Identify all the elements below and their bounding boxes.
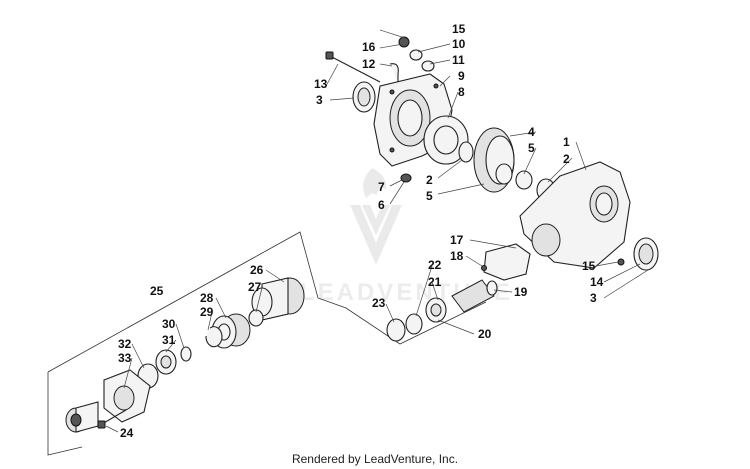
label-31: 31 bbox=[162, 333, 176, 347]
label-15: 15 bbox=[452, 22, 466, 36]
label-2-b: 2 bbox=[426, 173, 433, 187]
label-28: 28 bbox=[200, 291, 214, 305]
label-24: 24 bbox=[120, 426, 134, 440]
label-12: 12 bbox=[362, 57, 376, 71]
circlip-29 bbox=[205, 326, 223, 348]
assembly-outline bbox=[47, 231, 487, 456]
shim bbox=[458, 141, 474, 163]
label-8: 8 bbox=[458, 85, 465, 99]
label-9: 9 bbox=[458, 69, 465, 83]
gasket bbox=[483, 243, 531, 281]
differential-housing bbox=[519, 161, 631, 269]
label-13: 13 bbox=[314, 77, 328, 91]
bent-rod bbox=[389, 63, 399, 82]
label-21: 21 bbox=[428, 275, 442, 289]
label-2: 2 bbox=[563, 152, 570, 166]
label-30: 30 bbox=[162, 317, 176, 331]
label-6: 6 bbox=[378, 198, 385, 212]
label-11: 11 bbox=[452, 53, 465, 67]
label-27: 27 bbox=[248, 280, 262, 294]
label-16: 16 bbox=[362, 40, 376, 54]
label-32: 32 bbox=[118, 337, 132, 351]
callout-labels: 1 2 2 3 3 4 5 5 6 7 8 9 10 11 12 13 14 1… bbox=[118, 22, 604, 440]
label-3: 3 bbox=[316, 93, 323, 107]
label-18: 18 bbox=[450, 249, 464, 263]
label-7: 7 bbox=[378, 180, 385, 194]
label-3-b: 3 bbox=[590, 291, 597, 305]
label-26: 26 bbox=[250, 263, 264, 277]
leader-lines bbox=[105, 29, 649, 433]
label-4: 4 bbox=[528, 125, 535, 139]
label-1: 1 bbox=[563, 135, 570, 149]
bearing bbox=[515, 170, 533, 190]
collar bbox=[405, 313, 423, 335]
bolt-24 bbox=[97, 409, 127, 429]
label-14: 14 bbox=[590, 275, 604, 289]
label-25: 25 bbox=[150, 284, 164, 298]
label-19: 19 bbox=[514, 285, 528, 299]
footer-credit: Rendered by LeadVenture, Inc. bbox=[291, 452, 459, 466]
label-5-b: 5 bbox=[426, 189, 433, 203]
bolt bbox=[325, 51, 381, 83]
spacer bbox=[180, 346, 192, 362]
label-17: 17 bbox=[450, 233, 464, 247]
label-23: 23 bbox=[372, 296, 386, 310]
plug bbox=[398, 36, 410, 48]
seal-23 bbox=[386, 318, 406, 342]
label-20: 20 bbox=[478, 327, 492, 341]
label-15-b: 15 bbox=[582, 259, 596, 273]
pinion-gear bbox=[451, 279, 498, 313]
ring-gear bbox=[473, 127, 515, 193]
label-10: 10 bbox=[452, 37, 466, 51]
label-33: 33 bbox=[118, 351, 132, 365]
circlip-27 bbox=[248, 309, 264, 327]
pin bbox=[400, 173, 412, 183]
label-5: 5 bbox=[528, 141, 535, 155]
label-22: 22 bbox=[428, 258, 442, 272]
yoke bbox=[65, 401, 99, 433]
label-29: 29 bbox=[200, 305, 214, 319]
end-cover bbox=[103, 369, 151, 423]
